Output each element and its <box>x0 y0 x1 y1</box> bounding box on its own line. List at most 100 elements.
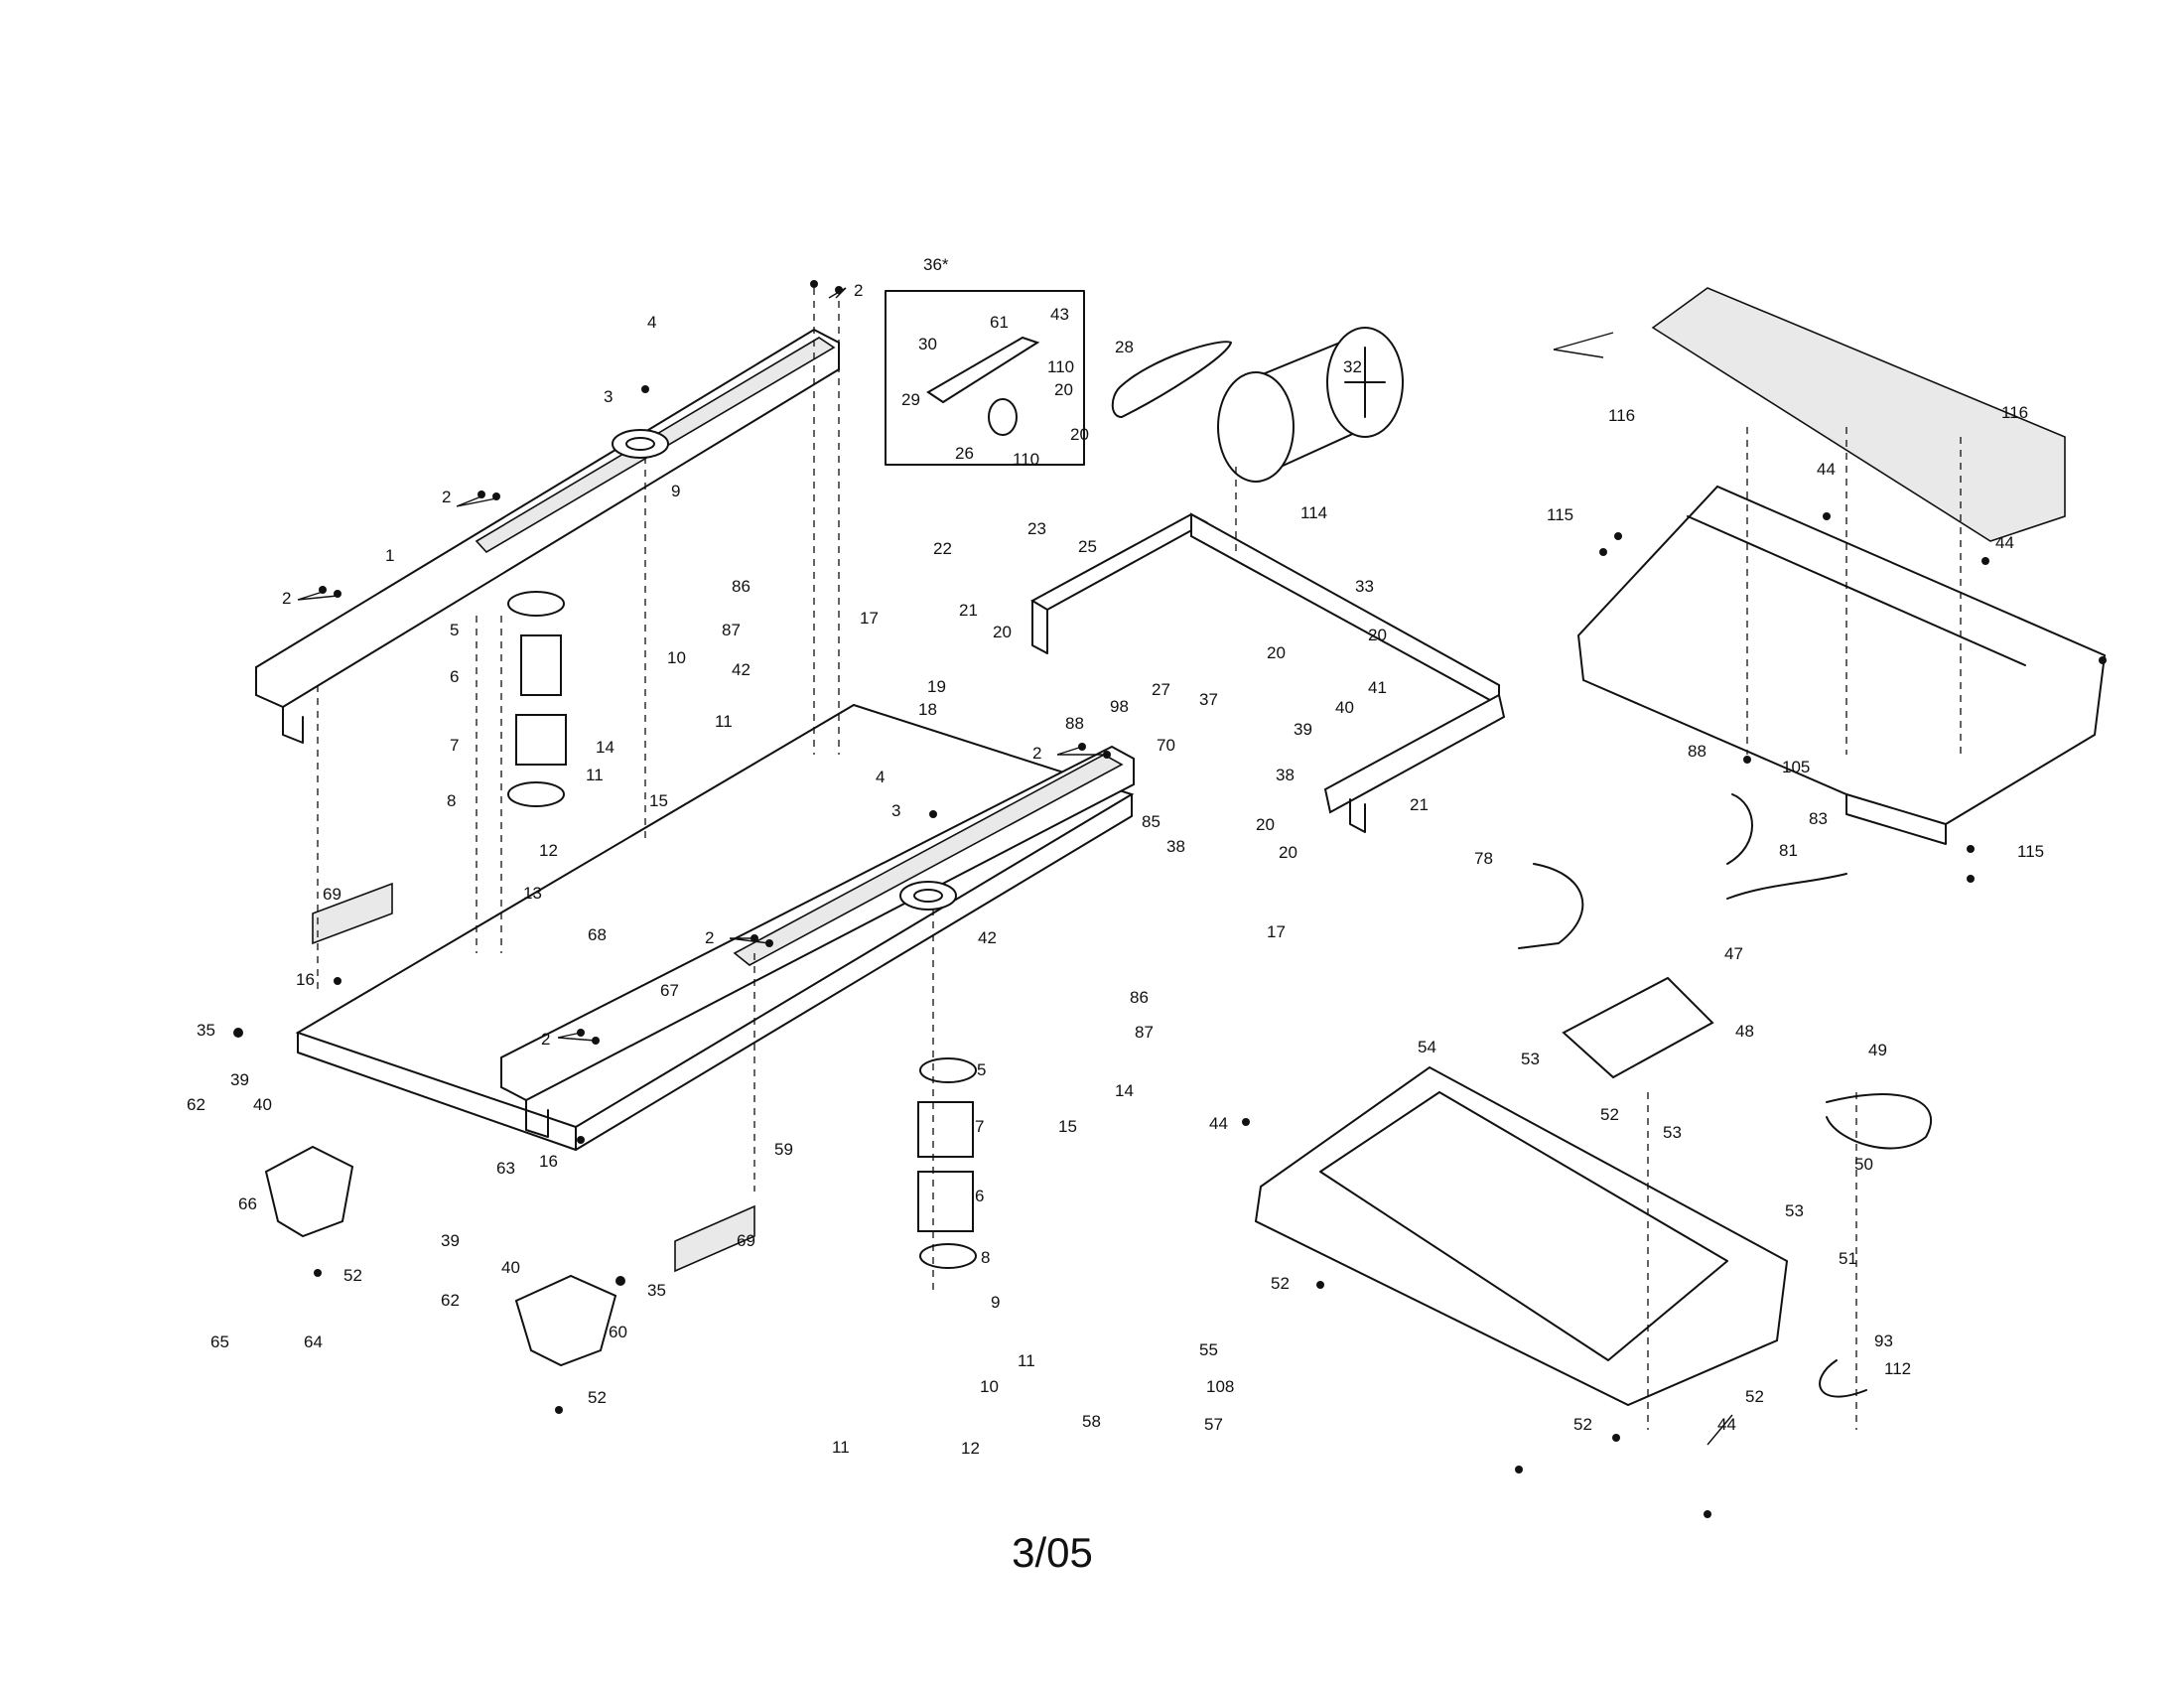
part-label: 105 <box>1782 758 1810 776</box>
isolator-stack-left <box>507 591 567 807</box>
part-label: 9 <box>991 1293 1000 1312</box>
part-label: 44 <box>1995 533 2014 552</box>
part-label: 63 <box>496 1159 515 1178</box>
part-label: 20 <box>1279 843 1297 862</box>
part-label: 22 <box>933 539 952 558</box>
part-label: 39 <box>230 1070 249 1089</box>
part-label: 62 <box>441 1291 460 1310</box>
part-label: 78 <box>1474 849 1493 868</box>
part-label: 30 <box>918 335 937 353</box>
part-label: 88 <box>1688 742 1706 761</box>
part-label: 68 <box>588 925 607 944</box>
part-label: 59 <box>774 1140 793 1159</box>
part-label: 93 <box>1874 1332 1893 1350</box>
part-label: 21 <box>959 601 978 620</box>
part-label: 44 <box>1209 1114 1228 1133</box>
part-label: 61 <box>990 313 1009 332</box>
part-label: 116 <box>1608 406 1635 425</box>
part-label: 11 <box>1018 1351 1035 1370</box>
part-label: 26 <box>955 444 974 463</box>
part-label: 33 <box>1355 577 1374 596</box>
part-label: 15 <box>649 791 668 810</box>
part-label: 2 <box>541 1030 550 1049</box>
part-label: 58 <box>1082 1412 1101 1431</box>
part-label: 48 <box>1735 1022 1754 1041</box>
part-label: 28 <box>1115 338 1134 356</box>
part-label: 65 <box>210 1333 229 1351</box>
part-label: 55 <box>1199 1340 1218 1359</box>
isolator-stack-right <box>917 1057 977 1269</box>
part-label: 50 <box>1854 1155 1873 1174</box>
power-cord-49 <box>1826 1093 1933 1150</box>
part-label: 16 <box>539 1152 558 1171</box>
part-label: 35 <box>197 1021 215 1040</box>
part-label: 11 <box>586 766 604 784</box>
part-label: 86 <box>1130 988 1149 1007</box>
part-label: 12 <box>961 1439 980 1458</box>
part-label: 53 <box>1663 1123 1682 1142</box>
inset-box <box>885 290 1085 466</box>
part-label: 87 <box>1135 1023 1154 1042</box>
part-label: 2 <box>442 488 451 506</box>
controller-board <box>1562 976 1714 1079</box>
wire-83 <box>1726 793 1753 865</box>
part-label: 8 <box>981 1248 990 1267</box>
motor-hood <box>1576 287 2107 845</box>
motor-frame <box>1029 512 1506 833</box>
part-number-labels: 2 4 3 2 1 2 5 6 7 8 12 13 69 68 16 35 39… <box>187 255 2044 1458</box>
part-label: 11 <box>715 712 733 731</box>
part-label: 83 <box>1809 809 1828 828</box>
part-label: 51 <box>1839 1249 1857 1268</box>
part-label: 20 <box>1267 643 1286 662</box>
part-label: 20 <box>993 623 1012 641</box>
part-label: 43 <box>1050 305 1069 324</box>
part-label: 69 <box>323 885 341 904</box>
part-label: 19 <box>927 677 946 696</box>
part-label: 18 <box>918 700 937 719</box>
part-label: 4 <box>647 313 656 332</box>
wire-81 <box>1726 873 1847 900</box>
part-label: 20 <box>1054 380 1073 399</box>
part-label: 114 <box>1300 503 1327 522</box>
part-label: 40 <box>501 1258 520 1277</box>
part-label: 110 <box>1013 450 1039 469</box>
part-label: 13 <box>523 884 542 903</box>
part-label: 44 <box>1717 1415 1736 1434</box>
part-label: 2 <box>282 589 291 608</box>
part-label: 9 <box>671 482 680 500</box>
part-label: 67 <box>660 981 679 1000</box>
part-label: 40 <box>253 1095 272 1114</box>
part-label: 32 <box>1343 357 1362 376</box>
alignment-lines <box>317 288 1962 1430</box>
right-side-rail <box>500 745 1135 1138</box>
part-label: 35 <box>647 1281 666 1300</box>
part-label: 39 <box>1294 720 1312 739</box>
inset-title: 36* <box>923 255 949 274</box>
part-label: 62 <box>187 1095 205 1114</box>
part-label: 42 <box>978 928 997 947</box>
part-label: 10 <box>667 648 686 667</box>
part-label: 86 <box>732 577 751 596</box>
part-label: 2 <box>854 281 863 300</box>
part-label: 40 <box>1335 698 1354 717</box>
part-label: 6 <box>450 667 459 686</box>
part-label: 69 <box>737 1231 755 1250</box>
part-label: 115 <box>2017 842 2044 861</box>
part-label: 41 <box>1368 678 1387 697</box>
part-label: 7 <box>450 736 459 755</box>
part-label: 110 <box>1047 357 1074 376</box>
part-label: 66 <box>238 1194 257 1213</box>
part-label: 14 <box>1115 1081 1134 1100</box>
part-label: 112 <box>1884 1359 1911 1378</box>
part-label: 15 <box>1058 1117 1077 1136</box>
part-label: 52 <box>1745 1387 1764 1406</box>
part-label: 8 <box>447 791 456 810</box>
part-label: 3 <box>604 387 613 406</box>
grille-strip-right <box>674 1204 755 1273</box>
part-label: 5 <box>977 1060 986 1079</box>
part-label: 20 <box>1368 626 1387 644</box>
part-label: 53 <box>1521 1050 1540 1068</box>
part-label: 38 <box>1166 837 1185 856</box>
part-label: 16 <box>296 970 315 989</box>
part-label: 17 <box>1267 922 1286 941</box>
